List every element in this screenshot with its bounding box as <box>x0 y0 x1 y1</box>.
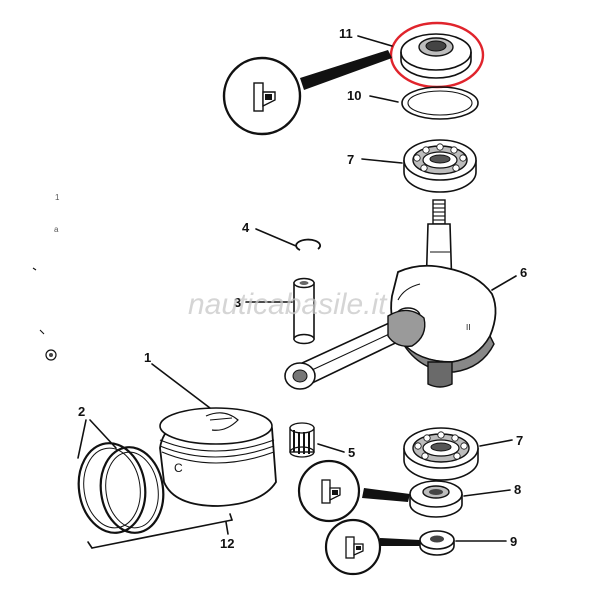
ring-part-10[interactable] <box>401 86 479 120</box>
callout-11: 11 <box>339 26 353 41</box>
leader-line-2b <box>89 419 117 449</box>
leader-line-4 <box>255 228 297 247</box>
oil-seal-part-8[interactable] <box>409 480 463 518</box>
needle-bearing-part-5[interactable] <box>289 422 315 458</box>
leader-line-11 <box>357 35 393 47</box>
ball-bearing-upper-part-7[interactable] <box>403 139 477 193</box>
bracket-12-end-right <box>229 513 233 521</box>
callout-6: 6 <box>520 265 527 280</box>
leader-line-5 <box>317 443 345 453</box>
leader-line-6 <box>491 275 517 291</box>
callout-7-lower: 7 <box>516 433 523 448</box>
bracket-12-end-left <box>87 541 93 549</box>
piston-pin-part-3[interactable] <box>293 277 315 345</box>
callout-8: 8 <box>514 482 521 497</box>
leader-line-10 <box>369 95 399 103</box>
crankshaft-part-6[interactable]: II <box>390 199 497 388</box>
callout-10: 10 <box>347 88 361 103</box>
ball-bearing-lower-part-7[interactable] <box>403 427 479 481</box>
connecting-rod[interactable] <box>284 309 426 390</box>
grease-can-icon <box>222 50 392 136</box>
leader-line-7-lower <box>479 439 513 447</box>
web-marking: II <box>466 323 470 332</box>
callout-12: 12 <box>220 536 234 551</box>
callout-3: 3 <box>234 295 241 310</box>
piston-rings-part-2[interactable] <box>73 439 169 537</box>
leader-line-8 <box>463 489 511 497</box>
grease-can-icon <box>324 518 420 576</box>
watermark: nauticabasile.it <box>188 288 388 321</box>
bracket-12-line <box>91 519 233 549</box>
callout-2: 2 <box>78 404 85 419</box>
oil-seal-part-11[interactable] <box>400 33 472 79</box>
margin-marks: 1 a <box>32 193 60 361</box>
piston-part-1[interactable]: C <box>159 407 277 507</box>
leader-line-1 <box>151 363 211 409</box>
callout-4: 4 <box>242 220 250 235</box>
grease-can-icon <box>297 459 410 523</box>
svg-text:1: 1 <box>55 193 60 202</box>
piston-marking: C <box>174 461 183 475</box>
leader-line-12 <box>225 521 229 535</box>
callout-9: 9 <box>510 534 517 549</box>
washer-part-9[interactable] <box>419 530 455 556</box>
circlip-part-4[interactable] <box>295 238 321 251</box>
callout-5: 5 <box>348 445 355 460</box>
leader-line-2a <box>77 419 87 459</box>
callout-1: 1 <box>144 350 151 365</box>
svg-text:a: a <box>54 225 59 234</box>
callout-7-upper: 7 <box>347 152 354 167</box>
leader-line-7-upper <box>361 158 403 164</box>
